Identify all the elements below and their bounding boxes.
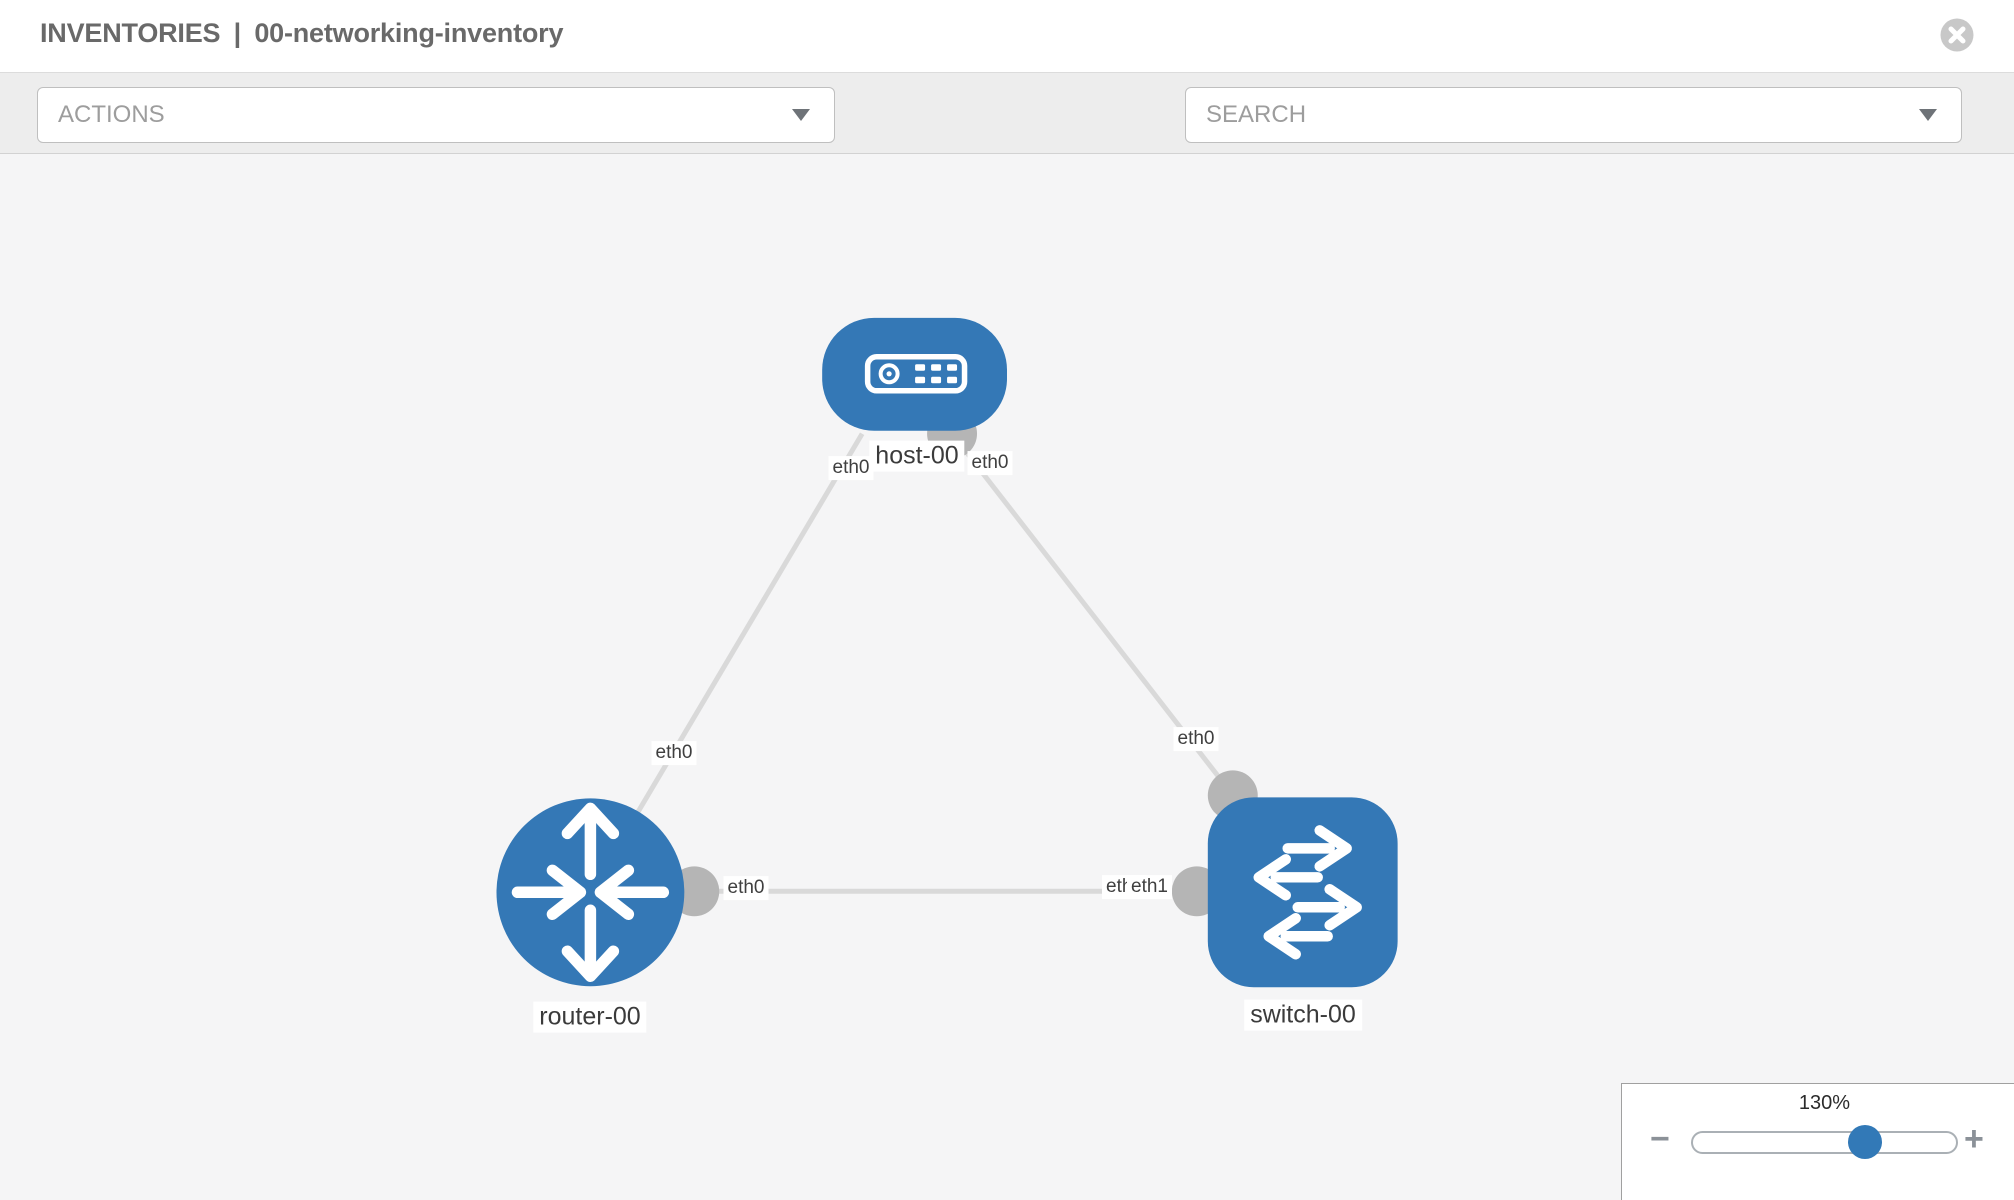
topology-canvas[interactable]: eth0 eth0 eth0 eth0 eth0 eth0 eth1 host-… [0, 154, 2014, 1200]
header: INVENTORIES | 00-networking-inventory [0, 0, 2014, 73]
node-router-00[interactable] [496, 798, 685, 987]
chevron-down-icon [792, 109, 810, 121]
inventory-name: 00-networking-inventory [254, 18, 564, 48]
toolbar: ACTIONS SEARCH [0, 73, 2014, 207]
breadcrumb-separator: | [233, 18, 242, 48]
interface-label: eth0 [967, 451, 1013, 475]
search-dropdown[interactable]: SEARCH [1185, 87, 1962, 143]
node-label-router: router-00 [533, 1001, 647, 1033]
interface-label: eth0 [828, 456, 874, 480]
close-icon [1940, 18, 1974, 52]
topology-svg [496, 317, 1398, 988]
interface-label: eth1 [1127, 875, 1172, 899]
interface-label: eth0 [1173, 727, 1219, 751]
interface-label: eth0 [651, 741, 697, 765]
host-server-icon [864, 354, 968, 394]
zoom-slider-track[interactable] [1691, 1131, 1958, 1154]
node-label-switch: switch-00 [1244, 999, 1362, 1031]
zoom-out-button[interactable]: − [1650, 1120, 1670, 1158]
zoom-in-button[interactable]: + [1964, 1120, 1984, 1158]
node-label-host: host-00 [869, 440, 965, 472]
zoom-panel: 130% − + [1621, 1083, 2014, 1200]
actions-dropdown[interactable]: ACTIONS [37, 87, 835, 143]
breadcrumb: INVENTORIES | 00-networking-inventory [40, 18, 569, 49]
chevron-down-icon [1919, 109, 1937, 121]
search-dropdown-label: SEARCH [1206, 101, 1307, 128]
breadcrumb-section[interactable]: INVENTORIES [40, 18, 221, 48]
close-button[interactable] [1940, 18, 1974, 52]
interface-label: eth0 [723, 876, 769, 900]
zoom-slider-knob[interactable] [1848, 1125, 1882, 1159]
node-switch-00[interactable] [1207, 797, 1398, 988]
switch-arrows-icon [1253, 825, 1362, 960]
router-arrows-icon [511, 802, 670, 982]
zoom-level: 130% [1798, 1092, 1851, 1114]
actions-dropdown-label: ACTIONS [58, 101, 165, 128]
node-host-00[interactable] [822, 317, 1007, 431]
